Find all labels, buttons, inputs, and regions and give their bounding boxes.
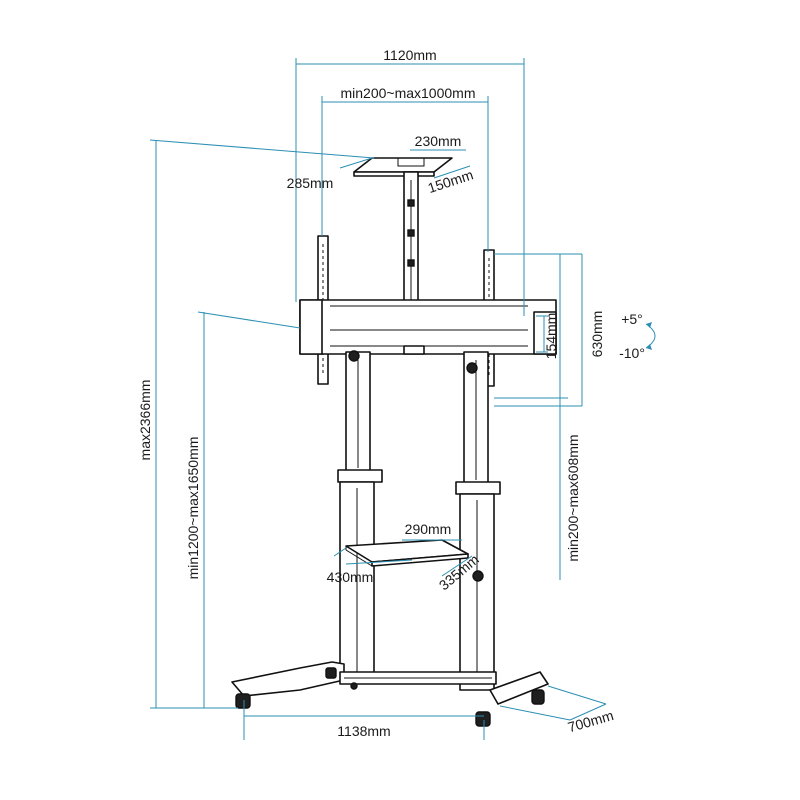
tilt-arrow-up-icon (646, 322, 652, 328)
tilt-arrow-down-icon (646, 344, 652, 350)
mid-shelf-depth-left-label: 430mm (327, 569, 374, 585)
max-height-label: max2366mm (137, 380, 153, 461)
center-pole (403, 171, 419, 305)
mid-shelf-width-label: 290mm (405, 521, 452, 537)
middle-shelf (345, 539, 469, 567)
base-width-label: 1138mm (337, 723, 390, 739)
column-right (455, 351, 501, 691)
center-height-range-label: min1200~max1650mm (185, 437, 201, 580)
base (231, 661, 549, 705)
tilt-down-label: -10° (619, 345, 645, 361)
overall-width-label: 1120mm (383, 47, 436, 63)
dimension-labels: 1120mm min200~max1000mm 230mm 285mm 150m… (137, 47, 645, 739)
top-shelf-width-label: 230mm (415, 133, 462, 149)
dimension-lines (149, 58, 656, 740)
mounting-rail (299, 299, 557, 355)
bracket-height-label: 154mm (543, 313, 559, 360)
column-left (337, 350, 383, 679)
vesa-height-label: 630mm (589, 311, 605, 358)
tilt-up-label: +5° (621, 311, 643, 327)
top-shelf (353, 157, 453, 177)
tv-stand-drawing (231, 157, 557, 727)
vesa-height-range-label: min200~max608mm (565, 434, 581, 561)
top-shelf-depth-left-label: 285mm (287, 175, 334, 191)
vesa-width-range-label: min200~max1000mm (340, 85, 475, 101)
